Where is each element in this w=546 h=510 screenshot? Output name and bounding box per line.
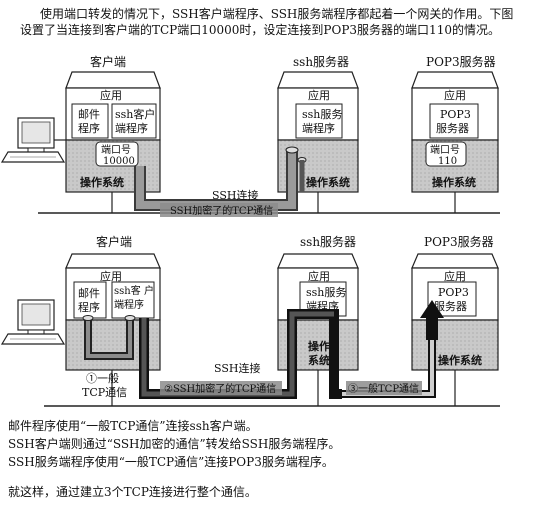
bottom-mail-program-line1: 邮件 [78, 287, 100, 300]
top-ssh-connection-label: SSH连接 [212, 189, 258, 202]
top-ssh-client-box [111, 103, 157, 139]
top-ssh-client-line1: ssh客户 [115, 107, 155, 121]
flow-1-tube [82, 315, 136, 360]
bottom-mail-program-box [73, 281, 107, 319]
flow-1-label-line1: ①一般 [86, 372, 119, 385]
bottom-pop3-server-machine: POP3服务器 应用 POP3 服务器 操作系统 [411, 234, 499, 371]
top-ssh-server-program-line2: 端程序 [302, 121, 335, 135]
bottom-pop3-app-label: 应用 [444, 269, 466, 283]
top-pop3-server-title: POP3服务器 [426, 54, 496, 69]
top-pop3-os-label: 操作系统 [432, 175, 476, 189]
top-pop3-port-number: 110 [438, 156, 457, 167]
top-ssh-server-title: ssh服务器 [293, 54, 349, 69]
top-ssh-server-program-line1: ssh服务 [302, 108, 342, 121]
top-client-app-label: 应用 [100, 88, 122, 102]
top-pop3-port-box [425, 141, 467, 167]
bottom-mail-program-line2: 程序 [78, 300, 100, 314]
bottom-ssh-server-program-line1: ssh服务 [306, 286, 346, 299]
bottom-pop3-program-line2: 服务器 [434, 300, 467, 313]
top-ssh-server-app-label: 应用 [308, 88, 330, 102]
top-port-box [95, 141, 139, 167]
bottom-ssh-client-line1: ssh客 [114, 284, 141, 297]
top-encrypted-tcp-label: SSH加密了的TCP通信 [170, 204, 273, 217]
bottom-ssh-os-line1: 操作 [308, 339, 330, 353]
top-terminal-icon [0, 117, 66, 163]
top-mail-program-line2: 程序 [78, 121, 100, 135]
note-line-1: 邮件程序使用“一般TCP通信”连接ssh客户端。 [8, 419, 258, 433]
top-pop3-program-line2: 服务器 [436, 122, 469, 135]
top-ssh-server-program-box [295, 103, 343, 139]
bottom-pop3-program-line1: POP3 [438, 286, 469, 299]
flow-2-tube [139, 309, 342, 399]
intro-line-2: 设置了当连接到客户端的TCP端口10000时，设定连接到POP3服务器的端口11… [20, 23, 500, 37]
bottom-pop3-server-title: POP3服务器 [424, 234, 494, 249]
top-pop3-program-box [429, 103, 479, 139]
top-pop3-server-machine: POP3服务器 应用 POP3 服务器 端口号 110 操作系统 [411, 54, 499, 193]
flow-3-label: ③一般TCP通信 [348, 382, 419, 395]
top-ssh-server-os-label: 操作系统 [306, 175, 350, 189]
top-pop3-program-line1: POP3 [440, 108, 471, 121]
bottom-ssh-connection-label: SSH连接 [214, 362, 260, 375]
top-pop3-port-label: 端口号 [430, 143, 460, 156]
top-port-label: 端口号 [101, 143, 131, 156]
top-mail-program-line1: 邮件 [78, 108, 100, 121]
bottom-ssh-server-title: ssh服务器 [300, 234, 356, 249]
flow-1-label-line2: TCP通信 [82, 386, 127, 399]
top-mail-program-box [71, 103, 109, 139]
flow-3-arrow [420, 300, 444, 340]
bottom-pop3-os-label: 操作系统 [438, 353, 482, 367]
note-line-3: SSH服务端程序使用“一般TCP通信”连接POP3服务端程序。 [8, 455, 334, 469]
bottom-ssh-os-line2: 系统 [308, 353, 330, 367]
note-line-4: 就这样，通过建立3个TCP连接进行整个通信。 [8, 485, 257, 499]
bottom-ssh-server-app-label: 应用 [308, 269, 330, 283]
bottom-ssh-client-line2: 户 [144, 284, 154, 297]
bottom-client-title: 客户端 [96, 234, 132, 249]
top-client-os-label: 操作系统 [80, 175, 124, 189]
bottom-terminal-icon [0, 299, 66, 345]
top-client-machine: 客户端 应用 邮件 程序 ssh客户 端程序 端口号 10000 操作系统 [65, 54, 161, 193]
flow-2-label: ②SSH加密了的TCP通信 [164, 382, 276, 395]
top-port-number: 10000 [103, 156, 135, 167]
note-line-2: SSH客户端则通过“SSH加密的通信”转发给SSH服务端程序。 [8, 437, 341, 451]
bottom-client-app-label: 应用 [100, 269, 122, 283]
bottom-ssh-client-line3: 端程序 [114, 298, 144, 311]
intro-line-1: 使用端口转发的情况下，SSH客户端程序、SSH服务端程序都起着一个网关的作用。下… [40, 7, 514, 21]
top-ssh-client-line2: 端程序 [115, 121, 148, 135]
top-client-title: 客户端 [90, 54, 126, 69]
bottom-ssh-client-box [111, 281, 155, 319]
top-pop3-app-label: 应用 [444, 88, 466, 102]
